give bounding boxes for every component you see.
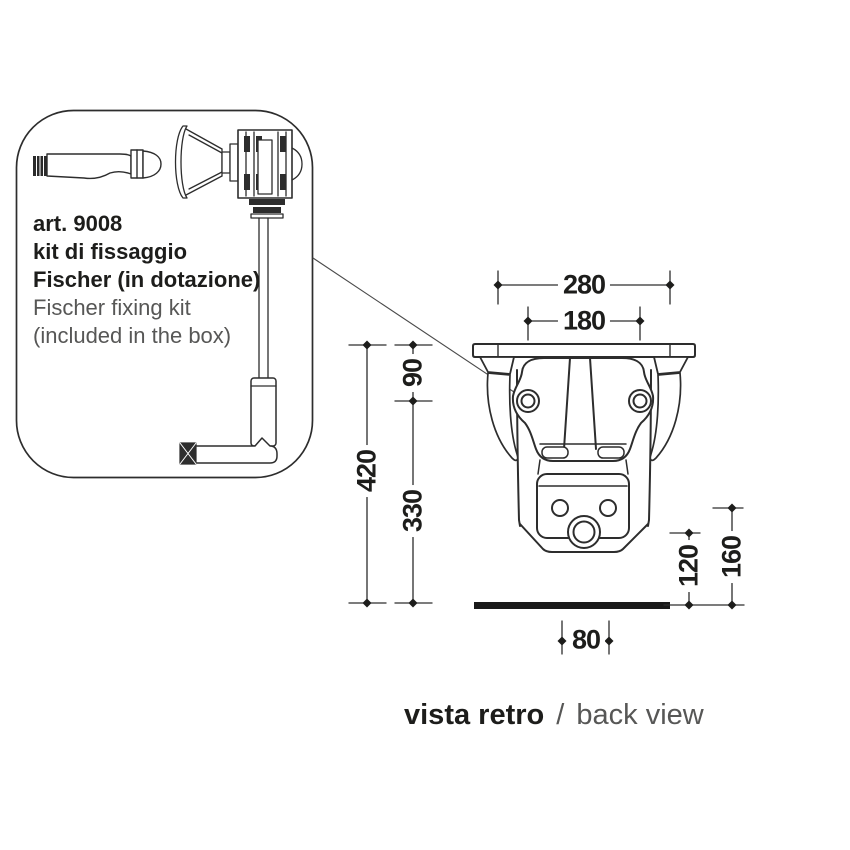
callout-text-block: art. 9008 kit di fissaggio Fischer (in d… xyxy=(33,210,260,350)
dimension-lines xyxy=(348,270,745,655)
kit-description-en: Fischer fixing kit xyxy=(33,295,191,320)
dim-label-80: 80 xyxy=(566,626,606,654)
fixing-screw-illustration xyxy=(33,149,162,180)
leader-line xyxy=(312,257,518,395)
dim-label-280: 280 xyxy=(557,271,611,299)
bidet-back-view-drawing xyxy=(472,343,696,553)
fixing-rod-illustration xyxy=(179,217,278,465)
dim-label-330: 330 xyxy=(398,484,428,538)
article-number: art. 9008 xyxy=(33,211,123,236)
dim-label-90: 90 xyxy=(398,353,428,393)
callout-bubble xyxy=(15,109,314,479)
wall-anchor-illustration xyxy=(174,125,303,219)
dim-label-420: 420 xyxy=(352,444,382,498)
kit-included-en: (included in the box) xyxy=(33,323,232,348)
kit-description-it: kit di fissaggio xyxy=(33,239,188,264)
dim-label-180: 180 xyxy=(557,307,611,335)
caption-english: back view xyxy=(576,699,704,731)
dim-label-120: 120 xyxy=(674,539,704,593)
floor-line xyxy=(474,602,670,609)
view-caption: vista retro / back view xyxy=(404,699,704,732)
dimension-end-markers xyxy=(362,280,737,646)
dim-label-160: 160 xyxy=(717,530,747,584)
caption-italian: vista retro xyxy=(404,699,545,731)
kit-brand-it: Fischer (in dotazione) xyxy=(33,267,261,292)
caption-separator: / xyxy=(556,699,565,731)
